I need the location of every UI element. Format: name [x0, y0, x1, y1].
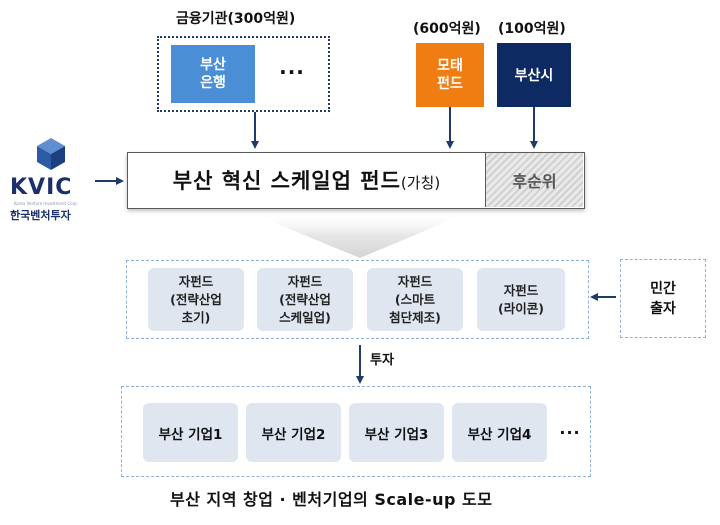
private-investment-box: 민간 출자 [620, 259, 706, 338]
subfund-smart-manufacturing: 자펀드 (스마트 첨단제조) [367, 268, 463, 331]
companies-group [121, 386, 591, 477]
busan-city-box: 부산시 [497, 43, 571, 107]
fund-title-suffix: (가칭) [400, 174, 441, 192]
subfund-strategic-early: 자펀드 (전략산업 초기) [148, 268, 244, 331]
motae-amount-label: (600억원) [413, 21, 481, 37]
more-institutions-ellipsis: ··· [279, 60, 305, 84]
subfund-strategic-scaleup: 자펀드 (전략산업 스케일업) [257, 268, 353, 331]
more-companies-ellipsis: ··· [559, 422, 581, 442]
diagram-caption: 부산 지역 창업 · 벤처기업의 Scale-up 도모 [170, 490, 493, 509]
busan-innovation-scaleup-fund: 부산 혁신 스케일업 펀드(가칭) 후순위 [127, 152, 585, 209]
kvic-cube-icon [37, 138, 65, 170]
kvic-logo-text: KVIC [10, 175, 73, 200]
investment-label: 투자 [370, 353, 394, 368]
company-4: 부산 기업4 [452, 403, 547, 462]
kvic-tagline: Korea Venture Investment Corp. [14, 201, 79, 206]
financial-institutions-label: 금융기관(300억원) [176, 11, 296, 27]
funnel-shape [248, 212, 470, 258]
kvic-korean-name: 한국벤처투자 [10, 209, 71, 222]
company-3: 부산 기업3 [349, 403, 444, 462]
company-2: 부산 기업2 [246, 403, 341, 462]
motae-fund-box: 모태 펀드 [416, 43, 484, 107]
fund-title-text: 부산 혁신 스케일업 펀드 [172, 169, 401, 193]
financial-institutions-group [157, 36, 330, 112]
subordinate-tranche: 후순위 [485, 153, 583, 207]
company-1: 부산 기업1 [143, 403, 238, 462]
subfund-lycorn: 자펀드 (라이콘) [477, 268, 565, 331]
busan-city-amount-label: (100억원) [498, 21, 566, 37]
subfunds-group [126, 260, 589, 339]
fund-title: 부산 혁신 스케일업 펀드(가칭) [128, 153, 485, 207]
busan-bank-box: 부산 은행 [171, 45, 255, 103]
